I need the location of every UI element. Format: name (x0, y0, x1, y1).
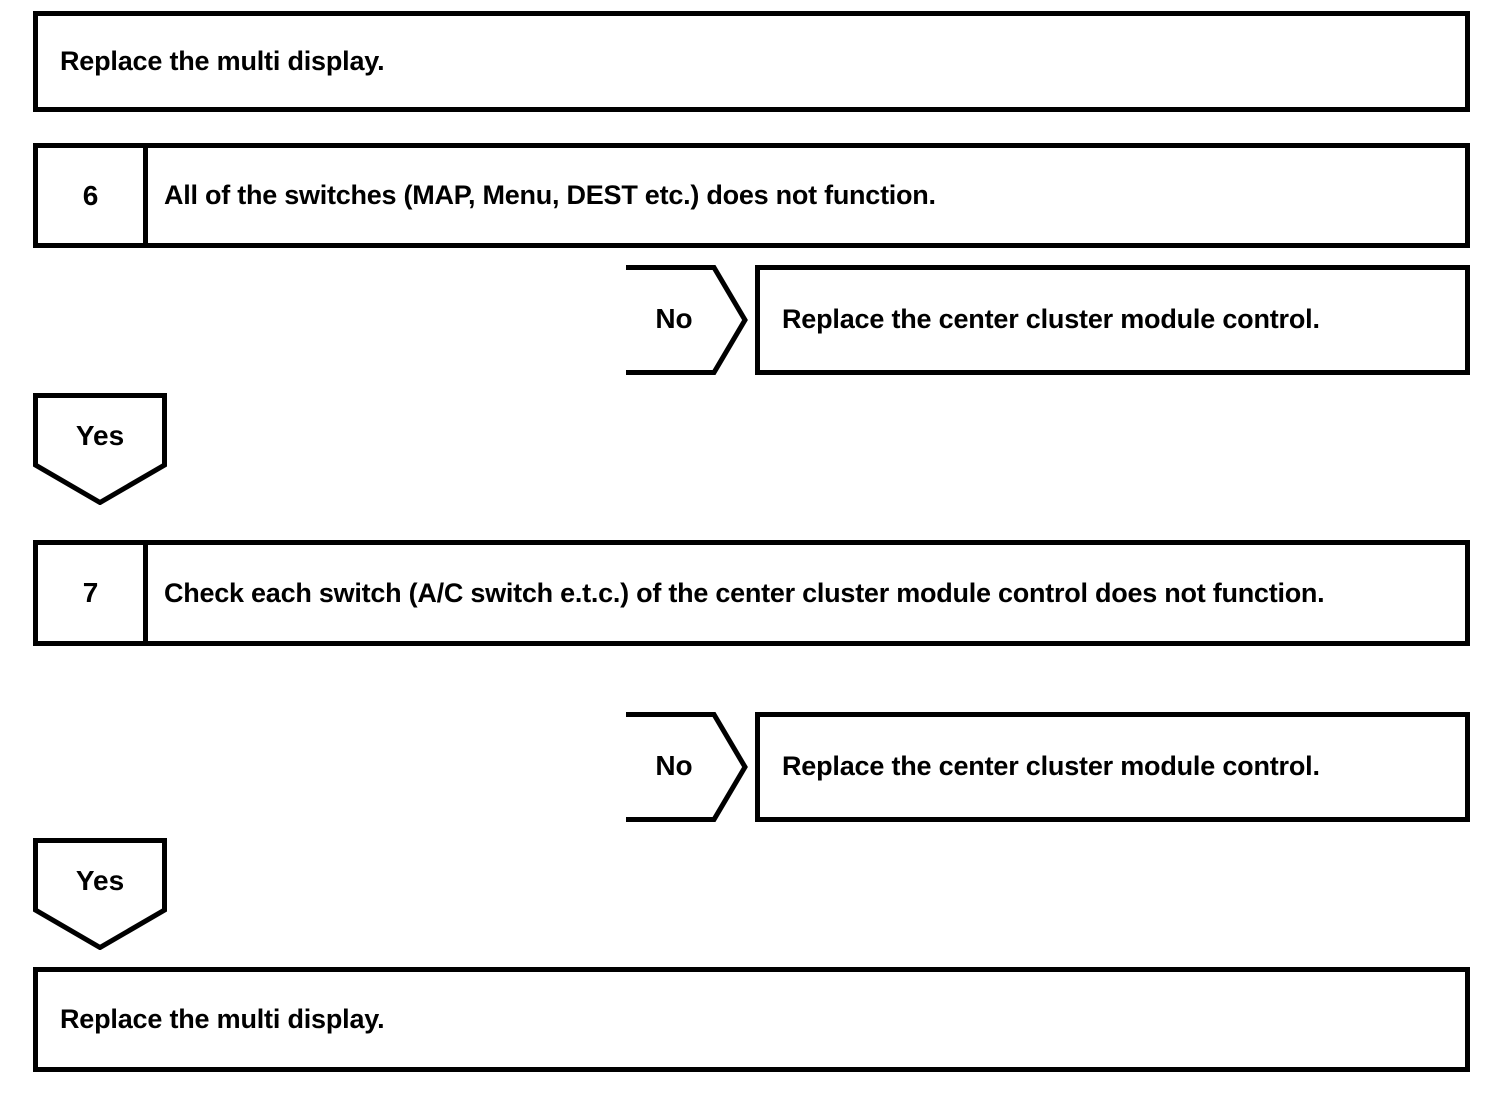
step-text-7: Check each switch (A/C switch e.t.c.) of… (164, 577, 1325, 608)
action-box-label: Replace the multi display. (60, 45, 385, 76)
branch-arrow-yes-1: Yes (33, 393, 167, 505)
action-box-replace-center-cluster-2: Replace the center cluster module contro… (755, 712, 1470, 822)
step-row-7: 7 Check each switch (A/C switch e.t.c.) … (33, 540, 1470, 646)
arrow-down-icon (33, 838, 167, 950)
action-box-label: Replace the multi display. (60, 1003, 385, 1034)
action-box-label: Replace the center cluster module contro… (782, 751, 1320, 782)
branch-arrow-no-2: No (626, 712, 748, 822)
action-box-replace-multi-display-bottom: Replace the multi display. (33, 967, 1470, 1072)
step-number-7: 7 (38, 545, 148, 641)
arrow-down-icon (33, 393, 167, 505)
branch-arrow-yes-2: Yes (33, 838, 167, 950)
action-box-replace-multi-display-top: Replace the multi display. (33, 11, 1470, 112)
step-text-6: All of the switches (MAP, Menu, DEST etc… (164, 180, 936, 211)
arrow-right-icon (626, 265, 748, 375)
action-box-replace-center-cluster-1: Replace the center cluster module contro… (755, 265, 1470, 375)
step-number-6: 6 (38, 148, 148, 243)
action-box-label: Replace the center cluster module contro… (782, 304, 1320, 335)
arrow-right-icon (626, 712, 748, 822)
step-row-6: 6 All of the switches (MAP, Menu, DEST e… (33, 143, 1470, 248)
branch-arrow-no-1: No (626, 265, 748, 375)
